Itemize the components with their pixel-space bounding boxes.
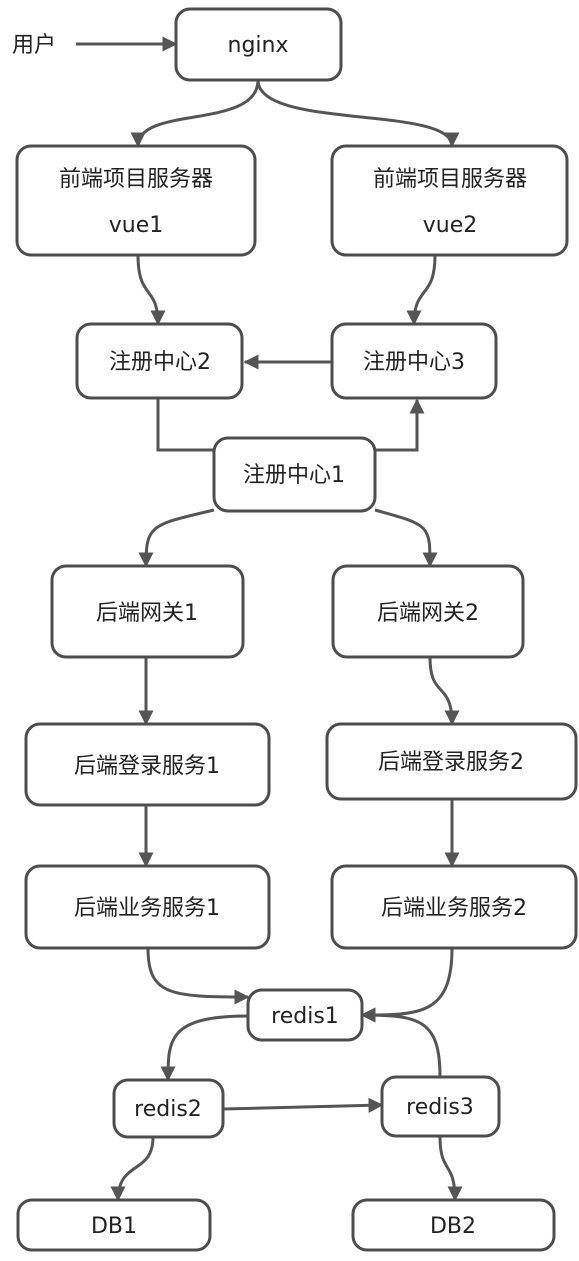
node-registry-3-label: 注册中心3 bbox=[363, 350, 465, 375]
node-redis-2-label: redis2 bbox=[134, 1097, 202, 1122]
node-db-1: DB1 bbox=[16, 1198, 212, 1252]
node-login-1-box bbox=[24, 722, 271, 807]
node-gateway-2-box bbox=[331, 564, 525, 659]
node-registry-1-box bbox=[212, 436, 377, 513]
node-login-2-label: 后端登录服务2 bbox=[378, 750, 524, 775]
node-business-1-label: 后端业务服务1 bbox=[74, 896, 220, 921]
node-registry-3: 注册中心3 bbox=[330, 322, 498, 400]
node-db-2: DB2 bbox=[351, 1198, 556, 1252]
node-redis-3-box bbox=[380, 1075, 501, 1138]
node-vue1-title: 前端项目服务器 bbox=[59, 167, 213, 192]
node-business-2-label: 后端业务服务2 bbox=[381, 896, 527, 921]
node-registry-2: 注册中心2 bbox=[75, 322, 244, 400]
node-gateway-2-label: 后端网关2 bbox=[377, 601, 479, 626]
node-db-2-label: DB2 bbox=[430, 1214, 476, 1239]
node-login-2-box bbox=[325, 722, 578, 801]
edge-reg1-reg3 bbox=[375, 398, 425, 452]
node-redis-1-box bbox=[246, 988, 364, 1042]
node-registry-3-box bbox=[330, 322, 498, 400]
edge-biz2-redis1 bbox=[360, 947, 454, 1023]
node-db-2-box bbox=[351, 1198, 556, 1252]
node-business-1-box bbox=[24, 864, 271, 950]
node-login-1-label: 后端登录服务1 bbox=[74, 754, 220, 779]
node-login-2: 后端登录服务2 bbox=[325, 722, 578, 801]
edge-nginx-vue2 bbox=[256, 79, 460, 148]
node-db-1-label: DB1 bbox=[91, 1214, 137, 1239]
node-vue2-title: 前端项目服务器 bbox=[373, 167, 527, 192]
node-redis-2: redis2 bbox=[112, 1078, 225, 1139]
node-gateway-2: 后端网关2 bbox=[331, 564, 525, 659]
user-label: 用户 bbox=[12, 33, 56, 58]
node-vue1-box bbox=[15, 144, 257, 257]
node-nginx-box bbox=[174, 7, 343, 82]
node-business-2: 后端业务服务2 bbox=[330, 864, 578, 950]
node-db-1-box bbox=[16, 1198, 212, 1252]
node-vue1: 前端项目服务器 vue1 bbox=[15, 144, 257, 257]
node-login-1: 后端登录服务1 bbox=[24, 722, 271, 807]
edge-redis3-redis1 bbox=[360, 1007, 442, 1078]
edge-redis1-redis2 bbox=[160, 1014, 249, 1082]
node-vue2: 前端项目服务器 vue2 bbox=[330, 144, 569, 257]
node-redis-2-box bbox=[112, 1078, 225, 1139]
node-gateway-1: 后端网关1 bbox=[50, 564, 245, 659]
node-nginx-label: nginx bbox=[228, 33, 289, 58]
node-redis-3: redis3 bbox=[380, 1075, 501, 1138]
node-registry-1-label: 注册中心1 bbox=[243, 463, 345, 488]
node-business-1: 后端业务服务1 bbox=[24, 864, 271, 950]
node-redis-1-label: redis1 bbox=[271, 1004, 339, 1029]
edge-reg1-gw2 bbox=[374, 508, 438, 568]
edge-redis2-db1 bbox=[110, 1136, 155, 1202]
node-gateway-1-label: 后端网关1 bbox=[96, 601, 198, 626]
edge-gw2-login2 bbox=[428, 656, 460, 726]
edge-biz1-redis1 bbox=[146, 947, 250, 1005]
node-vue1-sub: vue1 bbox=[109, 213, 164, 238]
node-registry-2-box bbox=[75, 322, 244, 400]
edge-vue2-reg3 bbox=[406, 254, 437, 326]
node-nginx: nginx bbox=[174, 7, 343, 82]
node-gateway-1-box bbox=[50, 564, 245, 659]
edge-reg1-gw1 bbox=[138, 508, 215, 568]
node-registry-1: 注册中心1 bbox=[212, 436, 377, 513]
edge-vue1-reg2 bbox=[136, 254, 166, 326]
node-vue2-box bbox=[330, 144, 569, 257]
edge-redis3-db2 bbox=[438, 1135, 463, 1202]
edge-reg2-reg1 bbox=[156, 398, 214, 452]
node-business-2-box bbox=[330, 864, 578, 950]
edge-nginx-vue1 bbox=[130, 79, 260, 148]
node-redis-1: redis1 bbox=[246, 988, 364, 1042]
edge-redis2-redis3 bbox=[222, 1097, 384, 1113]
edges bbox=[76, 36, 463, 1202]
node-vue2-sub: vue2 bbox=[423, 213, 478, 238]
node-redis-3-label: redis3 bbox=[406, 1095, 474, 1120]
node-registry-2-label: 注册中心2 bbox=[109, 350, 211, 375]
